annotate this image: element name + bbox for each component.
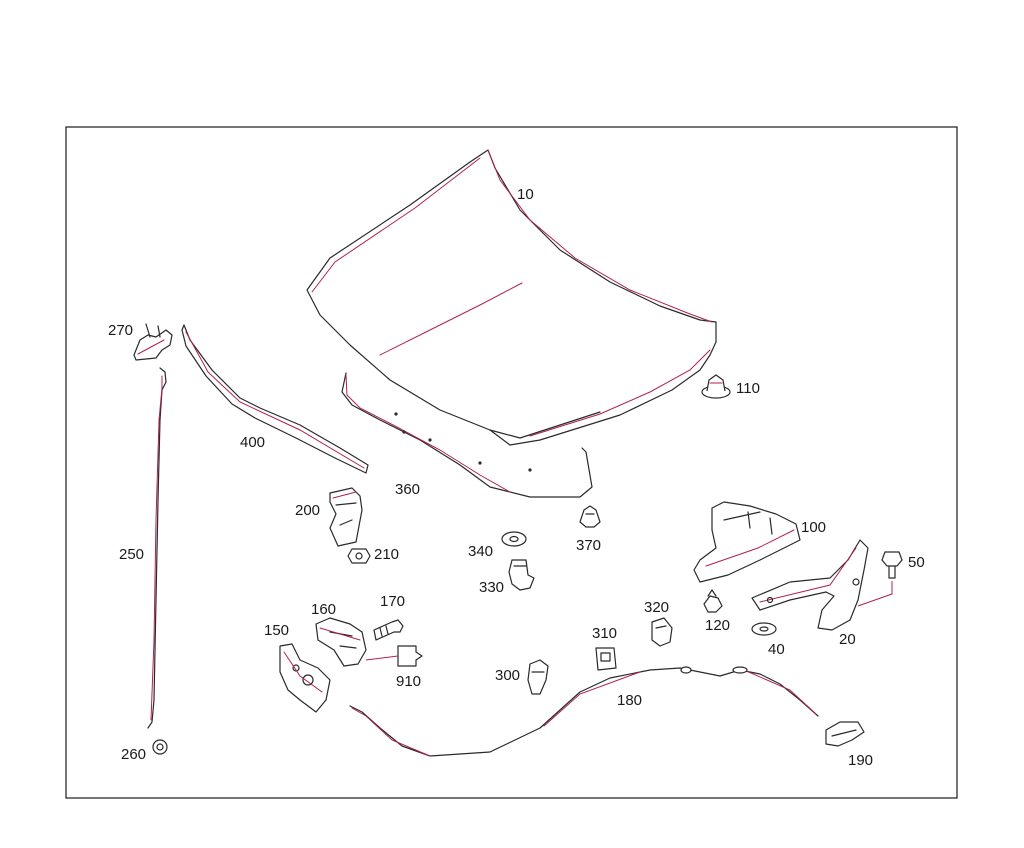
hood-part-10[interactable] — [306, 149, 717, 446]
label-400: 400 — [240, 434, 265, 451]
label-340: 340 — [468, 543, 493, 560]
label-200: 200 — [295, 502, 320, 519]
label-260: 260 — [121, 746, 146, 763]
label-40: 40 — [768, 641, 785, 658]
label-330: 330 — [479, 579, 504, 596]
label-250: 250 — [119, 546, 144, 563]
bracket-part-200[interactable] — [329, 487, 363, 547]
label-210: 210 — [374, 546, 399, 563]
cover-part-100[interactable] — [693, 501, 801, 583]
insulation-mat-part-360[interactable] — [341, 372, 593, 498]
label-20: 20 — [839, 631, 856, 648]
clip-part-370[interactable] — [579, 505, 601, 528]
washer-part-40[interactable] — [751, 622, 777, 636]
label-310: 310 — [592, 625, 617, 642]
holder-part-310[interactable] — [595, 647, 617, 671]
washer-part-340[interactable] — [501, 531, 527, 547]
buffer-part-110[interactable] — [701, 374, 731, 399]
clip-part-320[interactable] — [651, 617, 673, 647]
label-320: 320 — [644, 599, 669, 616]
bolt-part-50[interactable] — [857, 551, 903, 607]
label-50: 50 — [908, 554, 925, 571]
nut-part-210[interactable] — [347, 548, 371, 564]
grommet-part-260[interactable] — [152, 739, 168, 755]
label-160: 160 — [311, 601, 336, 618]
clip-part-300[interactable] — [527, 659, 549, 695]
release-handle-part-190[interactable] — [825, 721, 865, 747]
label-110: 110 — [736, 380, 760, 397]
label-360: 360 — [395, 481, 420, 498]
label-180: 180 — [617, 692, 642, 709]
label-100: 100 — [801, 519, 826, 536]
label-270: 270 — [108, 322, 133, 339]
bolt-part-170[interactable] — [373, 619, 404, 641]
prop-rod-part-250[interactable] — [147, 367, 167, 729]
label-300: 300 — [495, 667, 520, 684]
label-910: 910 — [396, 673, 421, 690]
lock-bracket-part-160[interactable] — [315, 617, 367, 667]
diagram-frame — [65, 126, 958, 799]
release-cable-part-180[interactable] — [349, 666, 819, 757]
bracket-part-270[interactable] — [133, 323, 173, 361]
clip-part-120[interactable] — [703, 589, 723, 613]
seal-strip-part-400[interactable] — [181, 324, 369, 474]
label-150: 150 — [264, 622, 289, 639]
label-170: 170 — [380, 593, 405, 610]
label-190: 190 — [848, 752, 873, 769]
label-120: 120 — [705, 617, 730, 634]
retainer-part-330[interactable] — [508, 559, 535, 591]
hinge-part-20[interactable] — [751, 539, 869, 631]
connector-part-910[interactable] — [365, 645, 423, 667]
label-370: 370 — [576, 537, 601, 554]
label-10: 10 — [517, 186, 534, 203]
hood-lock-part-150[interactable] — [279, 643, 331, 713]
